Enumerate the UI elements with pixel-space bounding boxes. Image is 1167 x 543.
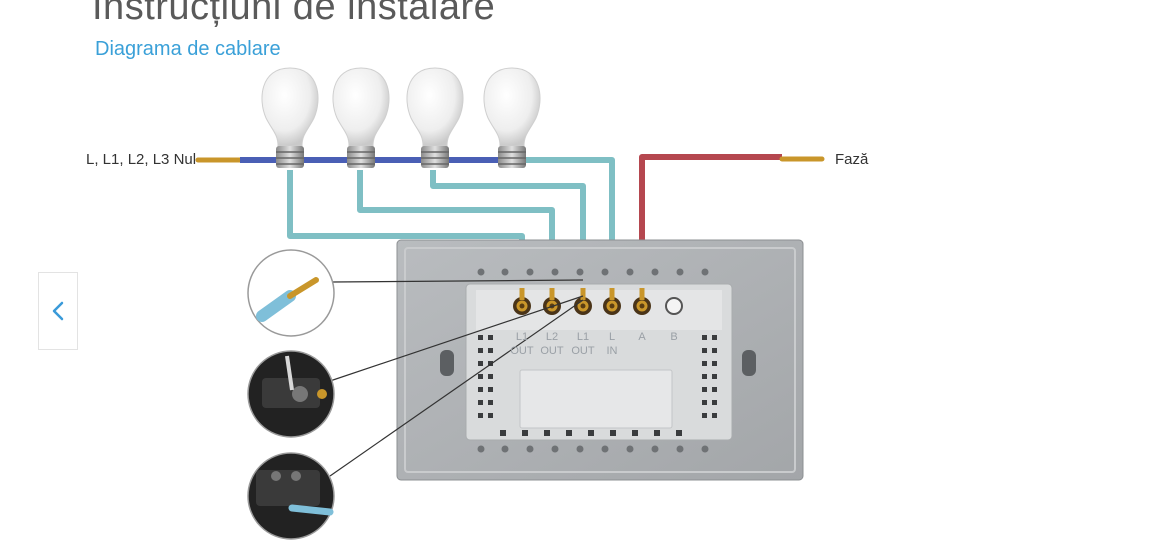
callout-lines — [329, 279, 584, 477]
terminal-label: IN — [606, 345, 618, 357]
bulb — [483, 67, 541, 168]
terminal-label: L1 — [515, 331, 529, 343]
page-title: Instrucțiuni de instalare — [92, 0, 496, 28]
terminal — [633, 297, 651, 315]
terminal — [574, 297, 592, 315]
terminal-screws — [513, 297, 683, 315]
phase-wire-label: Fază — [835, 151, 869, 168]
terminal-label: OUT — [571, 345, 595, 357]
terminal — [603, 297, 621, 315]
bulb — [406, 67, 464, 168]
callout-stripped-wire — [247, 249, 335, 337]
terminal-label: L2 — [545, 331, 559, 343]
terminal-label: OUT — [540, 345, 564, 357]
callout-screwdriver — [247, 350, 335, 438]
neutral-wire-label: L, L1, L2, L3 Nul — [86, 151, 197, 168]
terminal-empty — [665, 297, 683, 315]
chevron-left-icon — [52, 301, 64, 321]
wire-tips — [519, 288, 645, 300]
switch-module — [465, 283, 733, 441]
terminal-label: L — [608, 331, 616, 343]
terminal — [513, 297, 531, 315]
terminal-label: B — [670, 331, 678, 343]
page-subtitle: Diagrama de cablare — [95, 38, 281, 60]
terminal-label: L1 — [576, 331, 590, 343]
previous-image-button[interactable] — [38, 272, 78, 350]
terminal-label: OUT — [510, 345, 534, 357]
terminal-label: A — [638, 331, 646, 343]
bulb — [261, 67, 319, 168]
callout-wire-inserted — [247, 452, 335, 540]
bulb — [332, 67, 390, 168]
